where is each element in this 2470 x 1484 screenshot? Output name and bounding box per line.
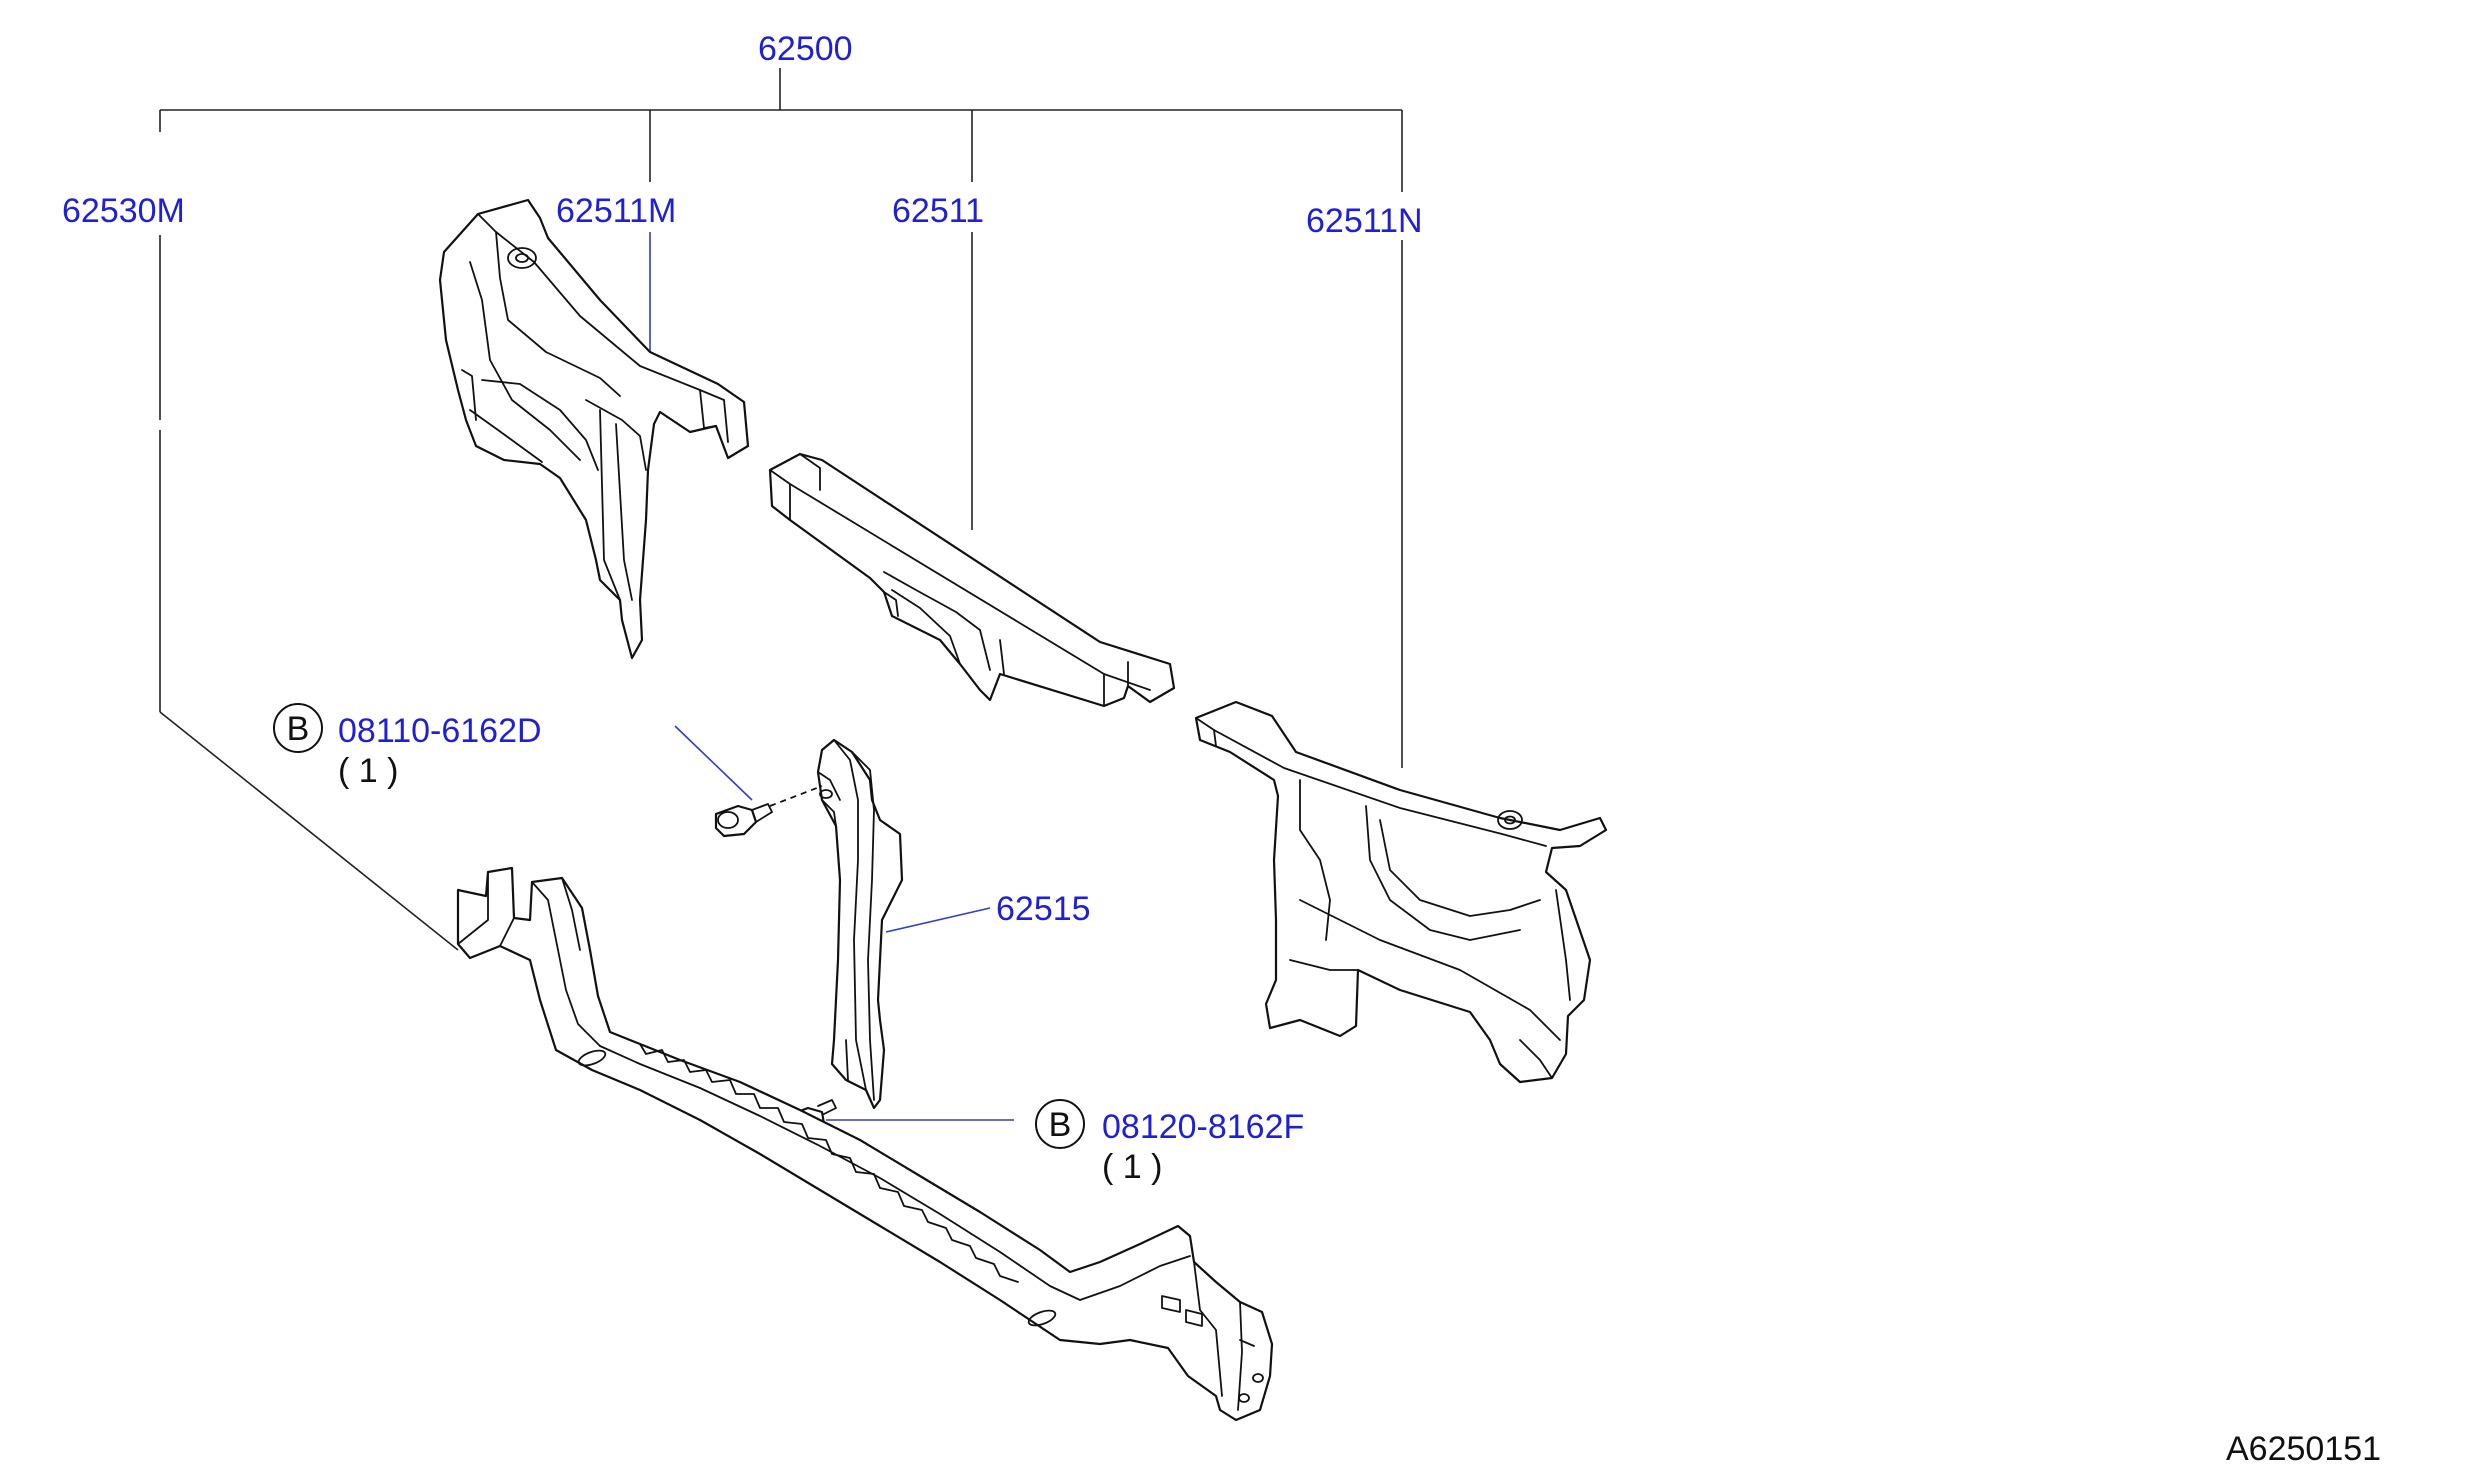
- right-support-label: 62511N: [1306, 202, 1423, 240]
- center-stay-part: [816, 738, 904, 1110]
- center-stay-label: 62515: [996, 890, 1091, 928]
- left-support-part: [438, 198, 750, 660]
- bolt-badge-icon: [1035, 1099, 1085, 1149]
- fastener-part-number: 08110-6162D: [338, 712, 542, 750]
- fastener-badge: B: [287, 710, 310, 748]
- callout-bracket: [159, 68, 1403, 192]
- lower-support-label: 62530M: [62, 192, 185, 230]
- fastener-qty: ( 1 ): [338, 752, 398, 790]
- fastener-part-number: 08120-8162F: [1102, 1108, 1304, 1146]
- leader-lines: [159, 232, 1403, 1121]
- upper-support-label: 62511: [892, 192, 984, 230]
- right-support-part: [1194, 700, 1608, 1084]
- fastener-qty: ( 1 ): [1102, 1148, 1162, 1186]
- fastener-badge: B: [1049, 1106, 1072, 1144]
- upper-support-part: [768, 452, 1176, 708]
- fastener-callout-1: B 08110-6162D ( 1 ): [273, 703, 542, 790]
- bolt-badge-icon: [273, 703, 323, 753]
- bolt-icon: [714, 785, 823, 838]
- figure-reference: A6250151: [2226, 1430, 2381, 1468]
- lower-support-part: [456, 866, 1274, 1422]
- fastener-callout-2: B 08120-8162F ( 1 ): [1035, 1099, 1304, 1186]
- left-support-label: 62511M: [556, 192, 676, 230]
- assembly-label: 62500: [758, 30, 853, 68]
